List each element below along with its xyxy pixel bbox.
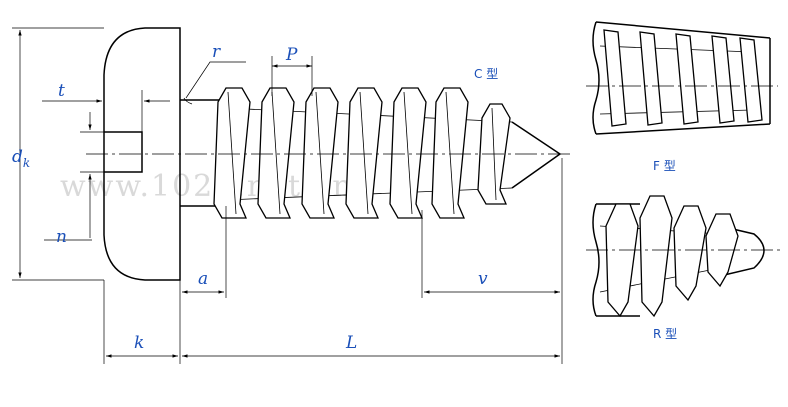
thread-line (445, 91, 455, 215)
head-slot (104, 131, 143, 173)
label-v: v (478, 269, 488, 289)
thread-line (227, 91, 237, 215)
label-r: r (212, 42, 221, 62)
f-thread-crest (711, 35, 735, 124)
f-thread-crest (603, 29, 627, 127)
view-f-type (586, 21, 778, 135)
f-thread-crest (675, 33, 699, 125)
main-view-c-type (86, 27, 574, 281)
label-a: a (198, 269, 208, 289)
thread-line (359, 91, 369, 215)
r-thread-crest (673, 205, 707, 302)
label-l: L (345, 333, 357, 353)
cone-tip (511, 121, 562, 189)
label-k: k (134, 333, 144, 353)
f-thread-crest (639, 31, 663, 126)
r-thread-crest (639, 195, 673, 318)
dimensions (12, 27, 563, 364)
view-r-type (586, 195, 780, 318)
label-f-type: F 型 (653, 159, 676, 173)
f-thread-crest (739, 37, 763, 123)
label-r-type: R 型 (653, 327, 677, 341)
thread-line (403, 91, 413, 215)
screw-head (103, 27, 181, 281)
r-thread-crest (605, 203, 639, 318)
label-t: t (58, 81, 65, 101)
label-c-type: C 型 (474, 67, 498, 81)
thread-crests (213, 87, 511, 219)
label-dk: dk (12, 147, 30, 170)
thread-line (315, 91, 325, 215)
label-n: n (56, 227, 67, 247)
thread-line (271, 91, 281, 215)
label-p: P (285, 45, 298, 65)
